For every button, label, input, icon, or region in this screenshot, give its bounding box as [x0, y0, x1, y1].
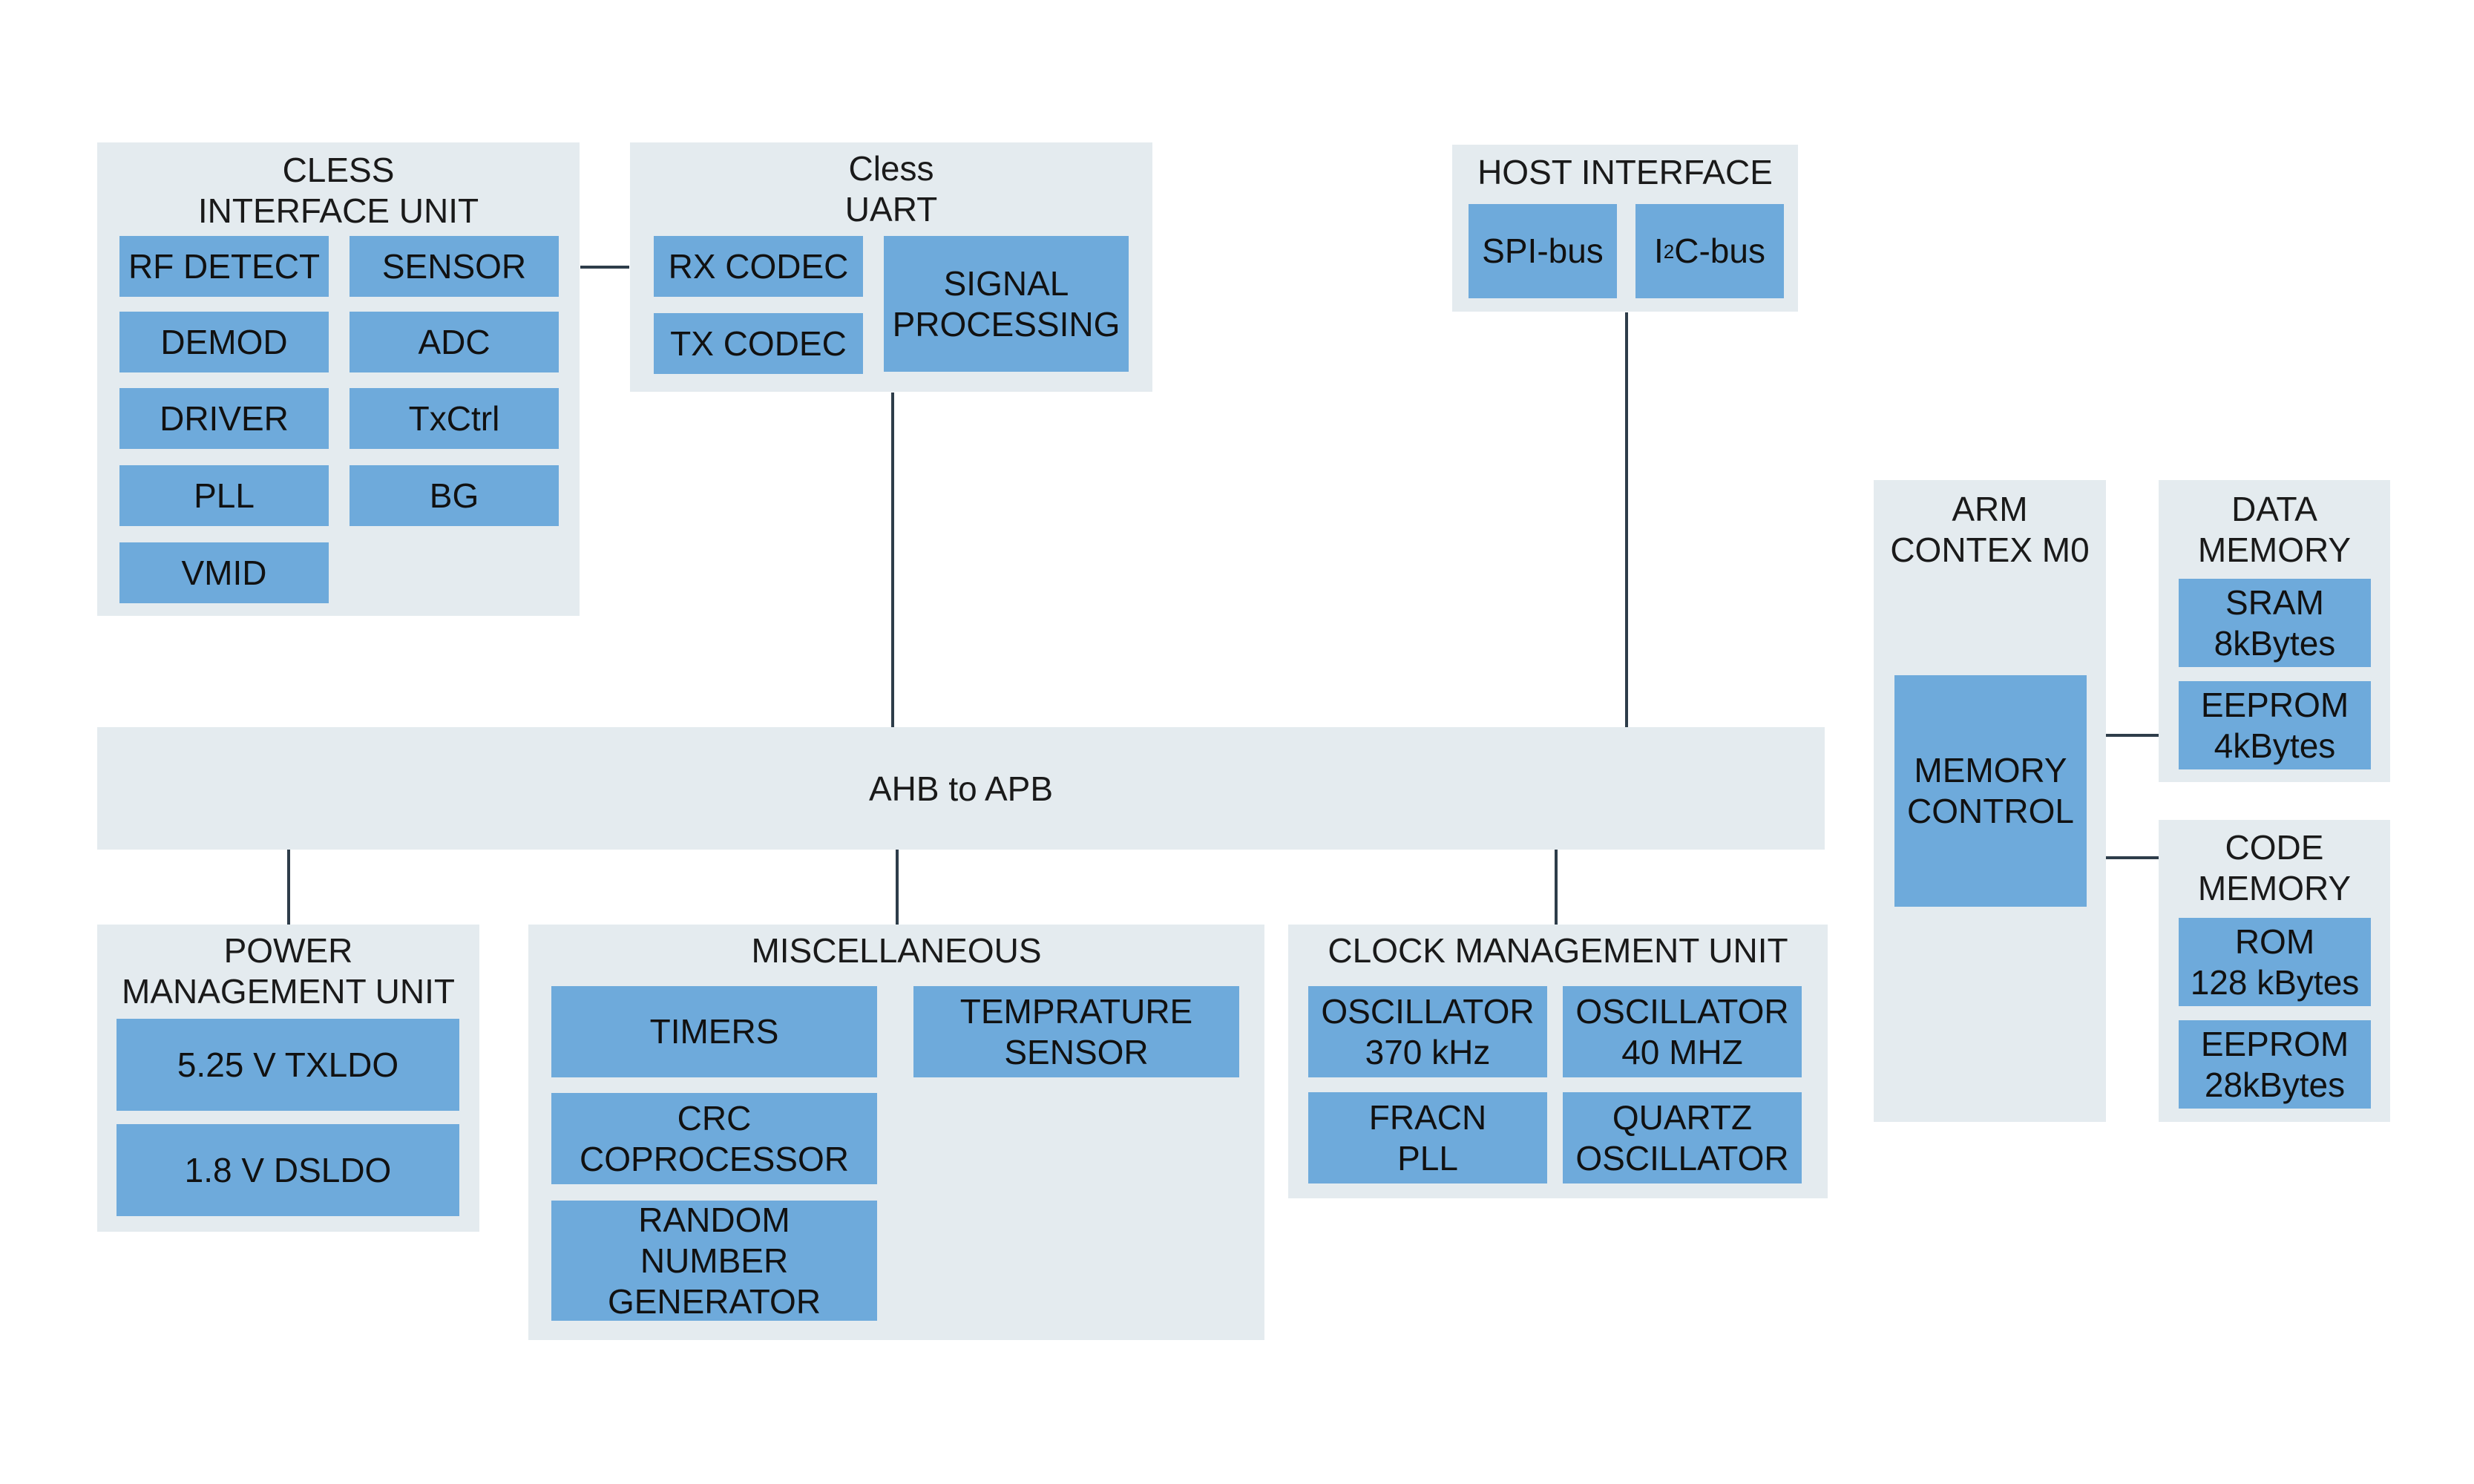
connector-bus-to-misc	[896, 850, 899, 925]
connector-uart-to-bus	[891, 393, 894, 727]
host-interface-title: HOST INTERFACE	[1477, 153, 1773, 191]
oscillator-40mhz-block: OSCILLATOR 40 MHZ	[1563, 986, 1802, 1077]
cless-interface-unit: CLESS INTERFACE UNIT	[97, 142, 580, 616]
driver-block: DRIVER	[119, 388, 329, 449]
memory-control-block: MEMORY CONTROL	[1894, 675, 2087, 907]
temprature-sensor-block: TEMPRATURE SENSOR	[913, 986, 1239, 1077]
pll-block: PLL	[119, 465, 329, 526]
spi-bus-block: SPI-bus	[1469, 204, 1617, 298]
code-memory-title: CODE MEMORY	[2197, 828, 2352, 907]
ahb-to-apb-bus: AHB to APB	[97, 727, 1825, 850]
txldo-block: 5.25 V TXLDO	[117, 1019, 459, 1111]
vmid-block: VMID	[119, 542, 329, 603]
connector-arm-to-code-memory	[2106, 856, 2159, 859]
data-memory-title: DATA MEMORY	[2197, 490, 2352, 569]
tx-codec-block: TX CODEC	[654, 313, 863, 374]
connector-bus-to-power	[287, 850, 290, 925]
bg-block: BG	[350, 465, 559, 526]
txctrl-block: TxCtrl	[350, 388, 559, 449]
connector-bus-to-clock	[1555, 850, 1558, 925]
timers-block: TIMERS	[551, 986, 877, 1077]
connector-arm-to-data-memory	[2106, 734, 2159, 737]
adc-block: ADC	[350, 312, 559, 372]
rx-codec-block: RX CODEC	[654, 236, 863, 297]
sram-block: SRAM 8kBytes	[2179, 579, 2371, 667]
fracn-pll-block: FRACN PLL	[1308, 1092, 1547, 1183]
cless-interface-unit-title: CLESS INTERFACE UNIT	[197, 151, 479, 230]
sensor-block: SENSOR	[350, 236, 559, 297]
cless-uart-title: Cless UART	[844, 149, 938, 229]
signal-processing-block: SIGNAL PROCESSING	[884, 236, 1129, 372]
arm-title: ARM CONTEX M0	[1890, 490, 2090, 569]
code-eeprom-block: EEPROM 28kBytes	[2179, 1020, 2371, 1109]
dsldo-block: 1.8 V DSLDO	[117, 1124, 459, 1216]
data-eeprom-block: EEPROM 4kBytes	[2179, 681, 2371, 769]
quartz-oscillator-block: QUARTZ OSCILLATOR	[1563, 1092, 1802, 1183]
demod-block: DEMOD	[119, 312, 329, 372]
i2c-bus-label-suffix: C-bus	[1674, 232, 1765, 270]
oscillator-370khz-block: OSCILLATOR 370 kHz	[1308, 986, 1547, 1077]
i2c-bus-label-prefix: I	[1654, 232, 1664, 270]
connector-cless-to-uart	[580, 266, 629, 269]
rom-block: ROM 128 kBytes	[2179, 918, 2371, 1006]
crc-coprocessor-block: CRC COPROCESSOR	[551, 1093, 877, 1184]
connector-host-to-bus	[1625, 312, 1628, 727]
power-management-unit-title: POWER MANAGEMENT UNIT	[122, 931, 455, 1011]
rf-detect-block: RF DETECT	[119, 236, 329, 297]
random-number-generator-block: RANDOM NUMBER GENERATOR	[551, 1201, 877, 1321]
clock-management-unit-title: CLOCK MANAGEMENT UNIT	[1328, 931, 1788, 970]
miscellaneous-title: MISCELLANEOUS	[751, 931, 1042, 970]
